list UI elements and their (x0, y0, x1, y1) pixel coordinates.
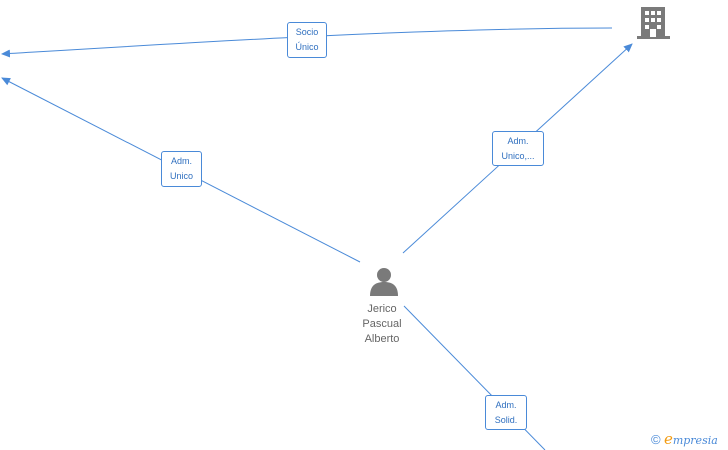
edge-label-adm-unico-right[interactable]: Adm. Unico,... (492, 131, 544, 166)
building-icon[interactable] (637, 7, 670, 39)
edge-label-line: Adm. (507, 136, 529, 146)
person-name-line: Jerico (367, 303, 397, 315)
edge-label-line: Adm. (495, 400, 517, 410)
edge-label-socio-unico[interactable]: Socio Único (287, 22, 327, 58)
edge-label-line: Único (295, 42, 319, 52)
edge-label-adm-unico-left[interactable]: Adm. Unico (161, 151, 202, 187)
brand-logo-text: mpresia (672, 434, 718, 447)
copyright-icon: © (651, 432, 661, 447)
person-name[interactable]: Jerico Pascual Alberto (342, 302, 422, 347)
brand-watermark: © empresia (651, 430, 718, 448)
person-name-line: Pascual (362, 318, 402, 330)
person-name-line: Alberto (364, 333, 400, 345)
edge-label-adm-solid[interactable]: Adm. Solid. (485, 395, 527, 430)
edge-label-line: Socio (295, 27, 319, 37)
brand-logo-initial: e (663, 430, 673, 448)
edge-label-line: Adm. (170, 156, 192, 166)
edge-label-line: Solid. (494, 415, 518, 425)
person-icon[interactable] (370, 268, 398, 296)
edge-label-line: Unico (169, 171, 193, 181)
edge-label-line: Unico,... (501, 151, 535, 161)
